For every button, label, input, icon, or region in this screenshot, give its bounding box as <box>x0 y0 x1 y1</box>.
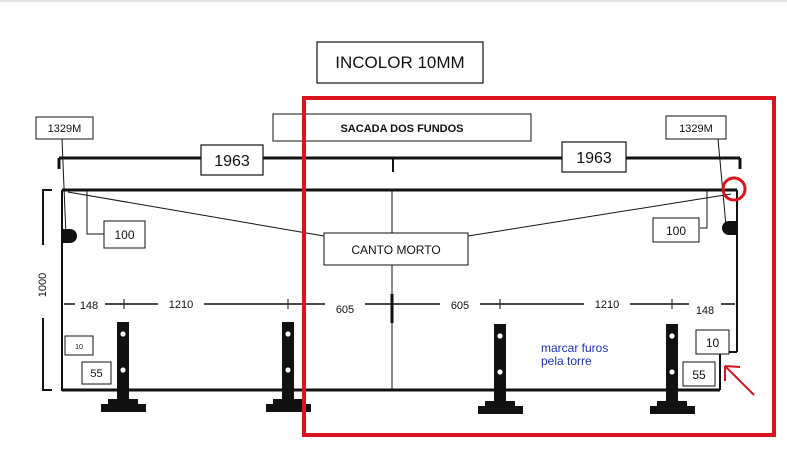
small-box-right-10-text: 10 <box>706 336 720 350</box>
post-4 <box>650 324 695 414</box>
spacing-605-left: 605 <box>336 304 354 316</box>
width-right-box: 1963 <box>561 141 627 173</box>
corner-label-left: 100 <box>103 220 146 249</box>
width-left-box: 1963 <box>200 144 264 176</box>
spacing-605-right: 605 <box>451 300 469 312</box>
small-box-right-10: 10 <box>695 329 730 355</box>
height-label: 1000 <box>37 273 49 297</box>
spacing-1210-left: 1210 <box>169 299 193 311</box>
title-text: INCOLOR 10MM <box>335 53 464 72</box>
width-left-text: 1963 <box>214 153 250 170</box>
corner-fitting-right <box>722 221 736 235</box>
note: marcar furos pela torre <box>541 341 608 368</box>
title-box: INCOLOR 10MM <box>316 41 484 84</box>
post-2 <box>266 322 311 412</box>
corner-label-right-text: 100 <box>666 224 686 238</box>
small-box-left-55: 55 <box>81 361 112 385</box>
post-3 <box>478 324 523 414</box>
center-label-box: CANTO MORTO <box>323 232 469 266</box>
tag-left: 1329M <box>35 116 94 140</box>
spacing-148-right: 148 <box>696 305 714 317</box>
highlight-circle <box>721 176 747 202</box>
corner-label-right: 100 <box>652 217 700 243</box>
corner-label-left-text: 100 <box>114 228 134 242</box>
small-box-left-10: 10 <box>64 335 94 356</box>
header-box: SACADA DOS FUNDOS <box>272 113 532 142</box>
header-text: SACADA DOS FUNDOS <box>340 123 463 135</box>
width-right-text: 1963 <box>576 150 612 167</box>
corner-fitting-left <box>63 229 77 243</box>
post-1 <box>101 322 146 412</box>
small-box-left-55-text: 55 <box>90 368 102 380</box>
small-box-right-55-text: 55 <box>692 368 706 382</box>
height-bracket: 1000 <box>37 189 52 391</box>
glass-panel-outline <box>61 188 738 392</box>
spacing-1210-right: 1210 <box>595 299 619 311</box>
spacing-labels: 148 1210 605 605 1210 148 <box>75 295 721 317</box>
tag-right: 1329M <box>665 115 727 140</box>
red-arrow-icon <box>724 365 755 396</box>
small-box-left-10-text: 10 <box>75 344 83 351</box>
center-label-text: CANTO MORTO <box>351 243 440 257</box>
small-box-right-55: 55 <box>682 361 716 387</box>
spacing-148-left: 148 <box>80 300 98 312</box>
note-line-1: marcar furos <box>541 341 608 355</box>
tag-left-text: 1329M <box>48 123 82 135</box>
highlight-rectangle <box>302 96 776 437</box>
tag-right-text: 1329M <box>679 123 713 135</box>
note-line-2: pela torre <box>541 354 592 368</box>
